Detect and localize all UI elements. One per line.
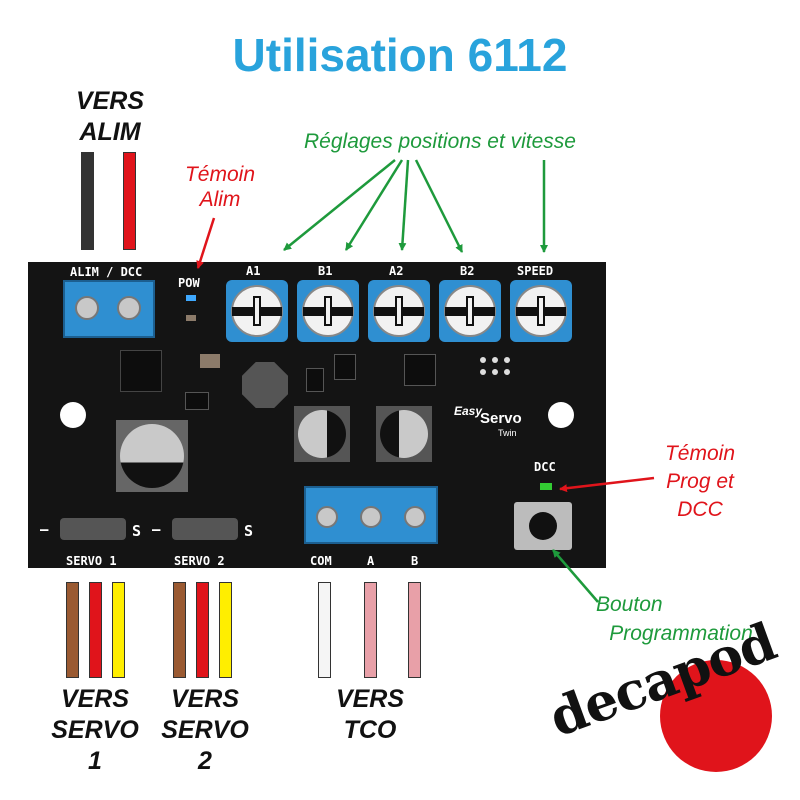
- vers-tco-label: VERS TCO: [315, 684, 425, 746]
- vers-servo1-line3: 1: [88, 747, 102, 775]
- temoin-prog-label: Témoin Prog et DCC: [640, 440, 760, 524]
- arrow-to-dcc-led: [559, 476, 655, 493]
- terminal-screw-icon: [75, 296, 99, 320]
- vers-servo1-label: VERS SERVO 1: [40, 684, 150, 777]
- bridge-rectifier: [120, 350, 162, 392]
- smd-component: [185, 392, 209, 410]
- transistor: [334, 354, 356, 380]
- microcontroller: [404, 354, 436, 386]
- tco-pink-wire-b: [408, 582, 421, 678]
- pot-b2[interactable]: [439, 280, 501, 342]
- vers-alim-line2: ALIM: [79, 118, 141, 146]
- alim-black-wire: [81, 152, 94, 250]
- pot-a1[interactable]: [226, 280, 288, 342]
- vers-servo2-label: VERS SERVO 2: [150, 684, 260, 777]
- page-title: Utilisation 6112: [232, 29, 568, 81]
- servo2-brown-wire: [173, 582, 186, 678]
- tco-white-wire: [318, 582, 331, 678]
- servo1-label: SERVO 1: [66, 554, 117, 568]
- vers-servo2-line1: VERS: [170, 685, 240, 713]
- vers-servo2-line2: SERVO: [161, 716, 249, 744]
- servo1-brown-wire: [66, 582, 79, 678]
- servo1-header: [60, 518, 126, 540]
- vers-servo1-line1: VERS: [60, 685, 130, 713]
- alim-terminal-block: [63, 280, 155, 338]
- brand-easy: Easy: [454, 404, 483, 418]
- servo2-yellow-wire: [219, 582, 232, 678]
- vers-alim-line1: VERS: [75, 87, 145, 115]
- dcc-led: [540, 483, 552, 490]
- tco-label-b: B: [411, 554, 419, 568]
- vers-tco-line2: TCO: [343, 716, 397, 744]
- temoin-prog-line2: Prog et: [666, 470, 734, 493]
- servo2-red-wire: [196, 582, 209, 678]
- servo1-minus: —: [40, 522, 49, 538]
- pot-a2[interactable]: [368, 280, 430, 342]
- reglages-label: Réglages positions et vitesse: [304, 130, 576, 153]
- vers-alim-label: VERS ALIM: [55, 86, 165, 148]
- arrow-to-pow: [196, 217, 216, 269]
- inductor: [242, 362, 288, 408]
- programming-button[interactable]: [514, 502, 572, 550]
- tco-terminal-block: [304, 486, 438, 544]
- arrow-to-a2: [398, 159, 410, 251]
- arrow-to-a1: [283, 159, 396, 251]
- pot-label-a2: A2: [389, 264, 404, 278]
- servo1-yellow-wire: [112, 582, 125, 678]
- capacitor: [376, 406, 432, 462]
- servo2-minus: —: [152, 522, 161, 538]
- servo2-header: [172, 518, 238, 540]
- pcb-label-alim-dcc: ALIM / DCC: [70, 265, 143, 279]
- pcb-label-pow: POW: [178, 276, 200, 290]
- vers-servo2-line3: 2: [198, 747, 212, 775]
- smd-component: [200, 354, 220, 368]
- arrow-to-b1: [344, 159, 404, 251]
- tco-label-a: A: [367, 554, 375, 568]
- pcb-board: ALIM / DCC POW A1 B1 A2 B2 SPEED: [28, 262, 606, 568]
- capacitor: [294, 406, 350, 462]
- pot-speed[interactable]: [510, 280, 572, 342]
- temoin-prog-line1: Témoin: [664, 442, 736, 465]
- pot-label-b1: B1: [318, 264, 333, 278]
- brand-twin: Twin: [498, 428, 517, 438]
- smd-resistor: [186, 315, 196, 321]
- temoin-alim-line1: Témoin: [184, 163, 256, 186]
- bouton-prog-line1: Bouton: [596, 593, 663, 616]
- capacitor-large: [116, 420, 188, 492]
- temoin-alim-line2: Alim: [199, 188, 241, 211]
- terminal-screw-icon: [360, 506, 382, 528]
- tco-label-com: COM: [310, 554, 332, 568]
- mounting-hole: [60, 402, 86, 428]
- servo2-label: SERVO 2: [174, 554, 225, 568]
- pot-label-a1: A1: [246, 264, 261, 278]
- terminal-screw-icon: [117, 296, 141, 320]
- temoin-alim-label: Témoin Alim: [160, 162, 280, 212]
- bouton-prog-line2: Programmation: [609, 622, 753, 645]
- pot-label-speed: SPEED: [517, 264, 554, 278]
- alim-red-wire: [123, 152, 136, 250]
- smd-component: [306, 368, 324, 392]
- terminal-screw-icon: [404, 506, 426, 528]
- programming-pads: [476, 357, 520, 379]
- servo2-s: S: [244, 522, 254, 540]
- logo-circle: [660, 660, 772, 772]
- vers-servo1-line2: SERVO: [51, 716, 139, 744]
- mounting-hole: [548, 402, 574, 428]
- pow-led: [186, 295, 196, 301]
- arrow-to-b2: [414, 159, 464, 253]
- pot-b1[interactable]: [297, 280, 359, 342]
- arrow-to-button: [552, 549, 599, 603]
- temoin-prog-line3: DCC: [677, 498, 723, 521]
- servo1-s: S: [132, 522, 142, 540]
- pcb-label-dcc: DCC: [534, 460, 556, 474]
- bouton-prog-label: Bouton Programmation: [586, 590, 776, 648]
- vers-tco-line1: VERS: [335, 685, 405, 713]
- brand-servo: Servo: [480, 410, 522, 427]
- terminal-screw-icon: [316, 506, 338, 528]
- servo1-red-wire: [89, 582, 102, 678]
- pot-label-b2: B2: [460, 264, 475, 278]
- tco-pink-wire-a: [364, 582, 377, 678]
